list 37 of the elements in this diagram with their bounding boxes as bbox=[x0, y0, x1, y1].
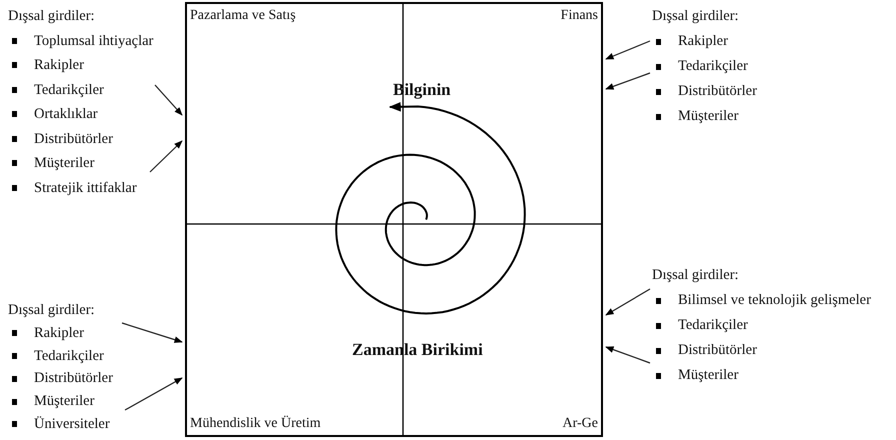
arrow bbox=[122, 322, 183, 343]
list-heading: Dışsal girdiler: bbox=[652, 7, 740, 26]
list-item: Distribütörler bbox=[678, 341, 757, 360]
quadrant-box bbox=[185, 2, 603, 437]
list-item: Tedarikçiler bbox=[34, 346, 104, 366]
list-item: Ortaklıklar bbox=[34, 105, 98, 124]
quadrant-label: Finans bbox=[560, 8, 598, 25]
list-item: Tedarikçiler bbox=[34, 80, 104, 100]
list-item: Toplumsal ihtiyaçlar bbox=[34, 32, 154, 50]
quadrant-label: Ar-Ge bbox=[562, 416, 598, 433]
list-item: Rakipler bbox=[34, 56, 84, 75]
arrow bbox=[124, 377, 183, 411]
list-heading: Dışsal girdiler: bbox=[8, 7, 96, 26]
list-item: Müşteriler bbox=[678, 107, 738, 126]
arrow bbox=[605, 346, 650, 364]
list-item: Müşteriler bbox=[34, 392, 94, 412]
list-item: Distribütörler bbox=[34, 369, 113, 388]
arrow bbox=[605, 72, 650, 90]
quadrant-label: Pazarlama ve Satış bbox=[190, 8, 296, 25]
list-item: Müşteriler bbox=[34, 154, 94, 173]
arrow bbox=[154, 84, 183, 116]
arrow bbox=[605, 288, 650, 316]
list-item: Tedarikçiler bbox=[678, 316, 748, 335]
quadrant-label: Mühendislik ve Üretim bbox=[190, 416, 321, 433]
list-item: Müşteriler bbox=[678, 366, 738, 385]
list-item: Distribütörler bbox=[678, 82, 757, 101]
list-item: Üniversiteler bbox=[34, 414, 110, 434]
list-item: Distribütörler bbox=[34, 130, 113, 148]
arrow bbox=[150, 140, 183, 172]
list-item: Tedarikçiler bbox=[678, 57, 748, 76]
list-heading: Dışsal girdiler: bbox=[652, 266, 740, 285]
arrow bbox=[605, 40, 650, 60]
list-item: Bilimsel ve teknolojik gelişmeler bbox=[678, 291, 871, 310]
list-item: Stratejik ittifaklar bbox=[34, 178, 137, 198]
list-heading: Dışsal girdiler: bbox=[8, 301, 96, 320]
list-item: Rakipler bbox=[34, 324, 84, 343]
list-item: Rakipler bbox=[678, 32, 728, 51]
